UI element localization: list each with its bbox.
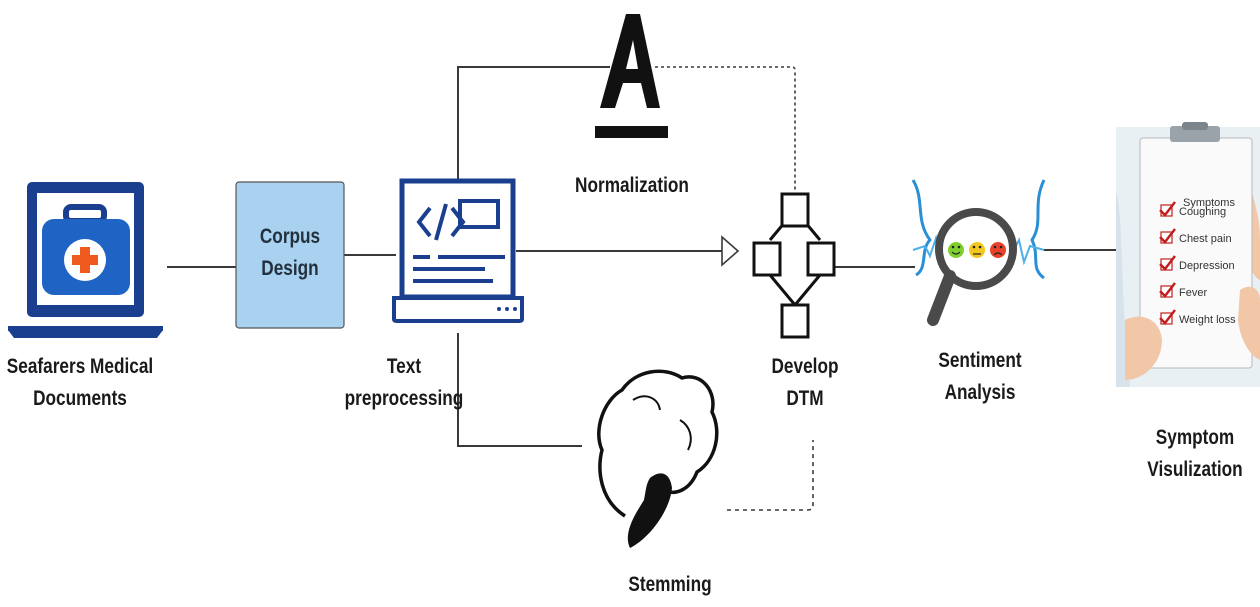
clipboard-title: Symptoms xyxy=(1183,197,1235,209)
arrowhead-icon xyxy=(721,235,740,267)
label-normalization-text: Normalization xyxy=(575,174,689,197)
label-dtm-line2: DTM xyxy=(786,387,824,410)
label-seafarers-line2: Documents xyxy=(33,387,127,410)
laptop-medical-icon xyxy=(8,182,163,338)
label-sentiment-line2: Analysis xyxy=(944,381,1016,404)
corpus-design-box xyxy=(235,181,345,329)
label-develop-dtm: Develop DTM xyxy=(756,351,854,415)
sentiment-magnifier-icon xyxy=(911,179,1046,326)
label-stemming-text: Stemming xyxy=(628,573,712,596)
connector-normalization-dtm xyxy=(655,66,796,193)
label-sentiment-line1: Sentiment xyxy=(938,349,1022,372)
label-dtm-line1: Develop xyxy=(771,355,839,378)
check-mark-icon xyxy=(1159,255,1176,271)
label-corpus-line2: Design xyxy=(261,257,319,280)
label-seafarers-line1: Seafarers Medical xyxy=(6,355,154,378)
dtm-network-icon xyxy=(752,192,836,339)
label-stemming: Stemming xyxy=(613,569,728,601)
check-mark-icon xyxy=(1159,201,1176,217)
connectors xyxy=(167,66,1118,511)
checklist-item: Chest pain xyxy=(1179,233,1232,245)
checklist-item: Fever xyxy=(1179,287,1207,299)
label-seafarers: Seafarers Medical Documents xyxy=(0,351,162,415)
checklist-item: Coughing xyxy=(1179,206,1226,218)
label-symptom-line2: Visulization xyxy=(1147,458,1243,481)
checklist-item: Depression xyxy=(1179,260,1235,272)
label-text-line1: Text xyxy=(386,355,422,378)
label-text-preprocessing: Text preprocessing xyxy=(343,351,466,415)
connector-text-stemming xyxy=(457,333,582,447)
connector-text-normalization xyxy=(457,66,610,180)
normalization-letter-icon xyxy=(595,14,668,138)
brain-icon xyxy=(597,369,719,548)
check-mark-icon xyxy=(1159,309,1176,325)
connector-stemming-dtm xyxy=(727,440,814,511)
label-normalization: Normalization xyxy=(566,170,697,202)
label-symptom-line1: Symptom xyxy=(1155,426,1235,449)
label-corpus-line1: Corpus xyxy=(259,225,321,248)
code-laptop-icon xyxy=(392,178,524,323)
check-mark-icon xyxy=(1159,282,1176,298)
check-mark-icon xyxy=(1159,228,1176,244)
label-text-line2: preprocessing xyxy=(344,387,464,410)
checklist-item: Weight loss xyxy=(1179,314,1236,326)
label-corpus: Corpus Design xyxy=(249,221,331,285)
label-symptom: Symptom Visulization xyxy=(1138,422,1253,486)
label-sentiment: Sentiment Analysis xyxy=(931,345,1029,409)
